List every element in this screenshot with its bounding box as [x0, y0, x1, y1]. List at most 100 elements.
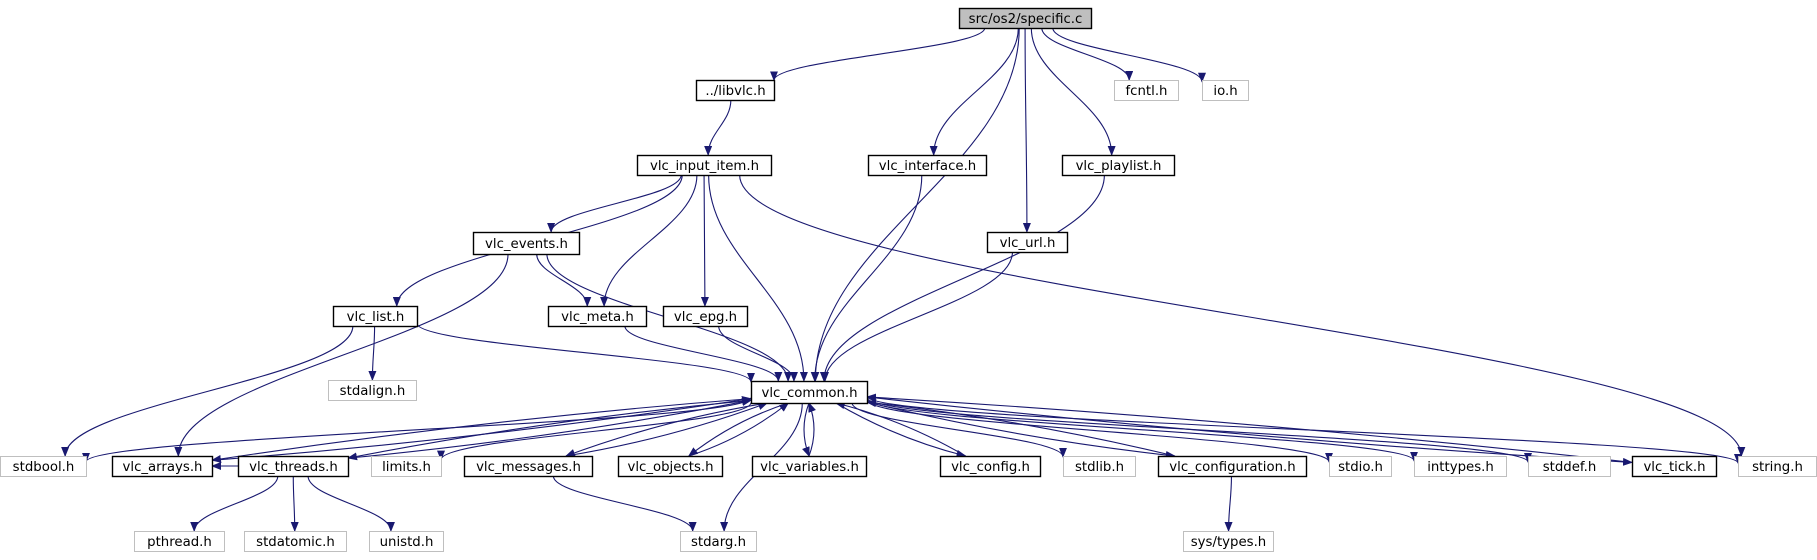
edge-playlist-to-common	[820, 174, 1105, 382]
node-label: pthread.h	[147, 535, 212, 550]
edge-common-to-arrays	[211, 398, 752, 463]
edge-configuration-to-systypes	[1224, 475, 1233, 532]
node-limits: limits.h	[371, 456, 442, 477]
edge-common-to-threads	[347, 399, 752, 461]
node-stdalign: stdalign.h	[328, 380, 417, 401]
edge-root-to-interface	[929, 27, 1019, 156]
node-label: vlc_messages.h	[476, 460, 581, 475]
node-label: stdbool.h	[13, 460, 75, 475]
node-common[interactable]: vlc_common.h	[750, 380, 869, 405]
edge-interface-to-common	[810, 174, 923, 382]
node-label: vlc_input_item.h	[650, 159, 759, 174]
node-arrays[interactable]: vlc_arrays.h	[111, 455, 214, 478]
edge-events-to-arrays	[174, 253, 509, 457]
node-configuration[interactable]: vlc_configuration.h	[1157, 455, 1308, 478]
node-box	[0, 456, 87, 477]
node-stdio: stdio.h	[1329, 456, 1392, 477]
node-box	[636, 154, 773, 177]
edge-messages-to-stdarg	[552, 475, 697, 532]
nodes-layer: src/os2/specific.c ../libvlc.h fcntl.h io.h…	[0, 7, 1817, 552]
node-label: vlc_configuration.h	[1169, 460, 1295, 475]
node-string: string.h	[1738, 456, 1817, 477]
node-label: vlc_objects.h	[627, 460, 713, 475]
edge-input_item-to-epg	[700, 174, 709, 307]
node-stdlib: stdlib.h	[1063, 456, 1136, 477]
node-label: vlc_events.h	[485, 237, 568, 252]
node-box	[986, 231, 1069, 254]
node-unistd: unistd.h	[369, 531, 444, 552]
node-box	[1114, 80, 1179, 101]
node-label: vlc_arrays.h	[123, 460, 203, 475]
edge-threads-to-pthread	[190, 475, 279, 532]
node-messages[interactable]: vlc_messages.h	[463, 455, 594, 478]
node-variables[interactable]: vlc_variables.h	[751, 455, 868, 478]
node-box	[371, 456, 442, 477]
node-root[interactable]: src/os2/specific.c	[958, 7, 1093, 30]
node-label: vlc_common.h	[761, 386, 857, 401]
node-epg[interactable]: vlc_epg.h	[662, 305, 749, 328]
edge-config-to-common	[834, 401, 966, 457]
edges-layer	[61, 27, 1746, 532]
node-box	[1414, 456, 1507, 477]
node-input-item[interactable]: vlc_input_item.h	[636, 154, 773, 177]
node-interface[interactable]: vlc_interface.h	[867, 154, 988, 177]
edge-common-to-stdbool	[82, 397, 752, 463]
node-label: vlc_list.h	[347, 310, 405, 325]
node-label: vlc_meta.h	[561, 310, 634, 325]
node-stdbool: stdbool.h	[0, 456, 87, 477]
node-box	[134, 531, 225, 552]
edge-common-to-config	[835, 402, 967, 458]
node-threads[interactable]: vlc_threads.h	[237, 455, 350, 478]
node-box	[617, 455, 724, 478]
edge-objects-to-common	[688, 402, 790, 457]
edge-input_item-to-events	[547, 174, 682, 233]
edge-list-to-common	[416, 323, 755, 383]
edge-threads-to-stdatomic	[290, 475, 299, 532]
node-label: src/os2/specific.c	[969, 12, 1083, 27]
node-label: vlc_epg.h	[674, 310, 737, 325]
node-systypes: sys/types.h	[1183, 531, 1274, 552]
edge-common-to-configuration	[866, 401, 1176, 459]
node-box	[695, 79, 776, 102]
node-playlist[interactable]: vlc_playlist.h	[1061, 154, 1176, 177]
node-meta[interactable]: vlc_meta.h	[547, 305, 648, 328]
node-label: vlc_variables.h	[760, 460, 859, 475]
node-stddef: stddef.h	[1528, 456, 1611, 477]
node-objects[interactable]: vlc_objects.h	[617, 455, 724, 478]
edge-common-to-tick	[866, 396, 1633, 466]
node-list[interactable]: vlc_list.h	[332, 305, 419, 328]
edge-messages-to-common	[565, 402, 769, 457]
edge-common-to-limits	[437, 402, 752, 461]
node-box	[751, 455, 868, 478]
node-libvlc[interactable]: ../libvlc.h	[695, 79, 776, 102]
node-box	[369, 531, 444, 552]
node-box	[662, 305, 749, 328]
edge-list-to-stdalign	[368, 325, 377, 381]
edge-input_item-to-common	[708, 174, 808, 382]
node-label: fcntl.h	[1126, 84, 1168, 99]
edge-meta-to-common	[624, 325, 783, 382]
node-config[interactable]: vlc_config.h	[939, 455, 1042, 478]
edge-common-to-variables	[802, 402, 810, 457]
node-tick[interactable]: vlc_tick.h	[1631, 455, 1718, 478]
node-box	[547, 305, 648, 328]
edge-threads-to-unistd	[307, 475, 395, 532]
node-box	[1631, 455, 1718, 478]
node-label: ../libvlc.h	[705, 84, 765, 99]
edge-common-to-inttypes	[866, 398, 1418, 462]
node-box	[472, 231, 581, 256]
edge-configuration-to-common	[866, 399, 1175, 457]
node-label: vlc_playlist.h	[1076, 159, 1162, 174]
edge-root-to-playlist	[1030, 27, 1116, 156]
node-label: vlc_threads.h	[249, 460, 338, 475]
node-label: unistd.h	[380, 535, 434, 550]
node-url[interactable]: vlc_url.h	[986, 231, 1069, 254]
node-box	[1063, 456, 1136, 477]
node-label: stddef.h	[1543, 460, 1597, 475]
node-box	[939, 455, 1042, 478]
node-label: vlc_url.h	[1000, 236, 1056, 251]
node-events[interactable]: vlc_events.h	[472, 231, 581, 256]
node-label: stdlib.h	[1075, 460, 1124, 475]
node-box	[680, 531, 757, 552]
node-label: io.h	[1213, 84, 1237, 99]
